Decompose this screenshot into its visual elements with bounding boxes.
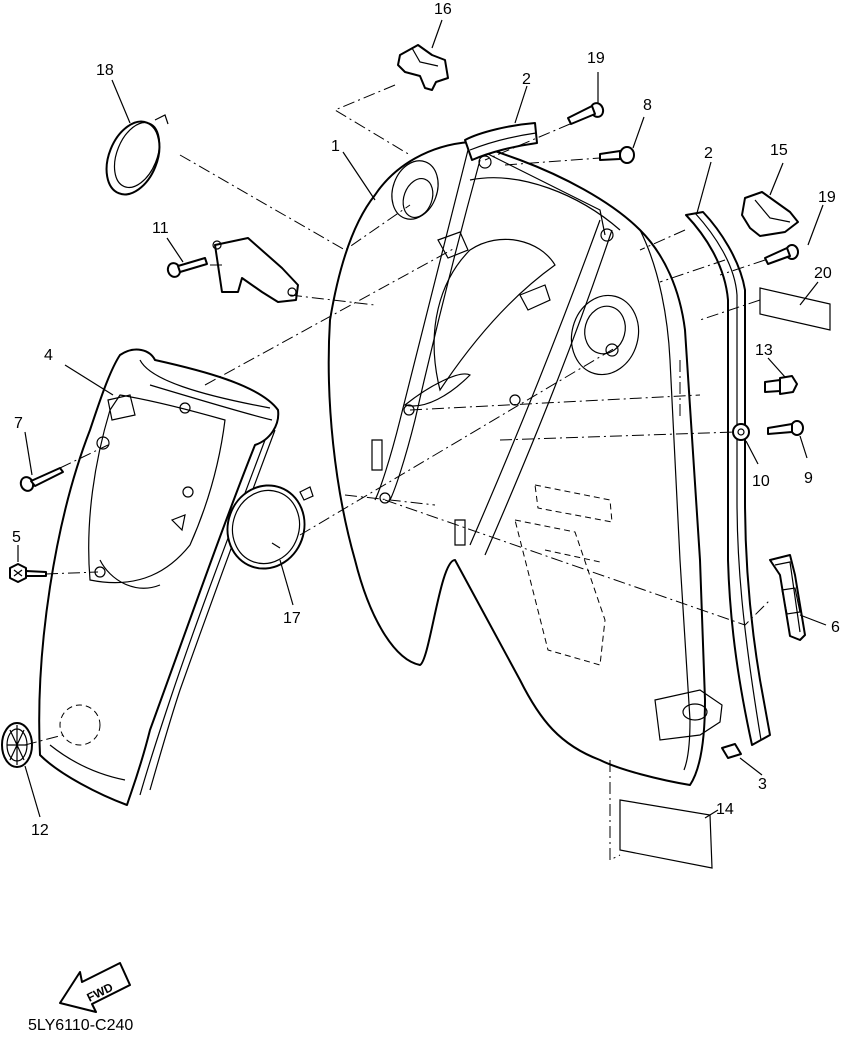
diagram-code: 5LY6110-C240 <box>28 1017 133 1034</box>
callout-2-top: 2 <box>522 71 531 88</box>
callout-7: 7 <box>14 415 23 432</box>
grommet-part-12 <box>1 722 33 768</box>
assembly-lines <box>24 84 771 861</box>
callout-2-right: 2 <box>704 145 713 162</box>
nut-part-10 <box>732 423 750 441</box>
screw-part-8 <box>599 146 635 164</box>
forward-arrow-icon: FWD <box>59 962 131 1013</box>
seal-part-2-top <box>464 122 538 161</box>
hidden-outlines <box>514 484 613 666</box>
label-part-14 <box>619 799 713 869</box>
label-part-20 <box>759 287 831 331</box>
cover-part-6 <box>769 554 806 641</box>
inner-panel-part-4 <box>38 348 280 806</box>
callout-12: 12 <box>31 822 49 839</box>
leader-lines <box>17 19 827 819</box>
seal-part-2-right <box>685 211 771 746</box>
clip-part-16 <box>397 44 449 91</box>
clip-part-3 <box>721 743 742 759</box>
callout-labels: 16 18 2 19 8 1 2 15 19 20 11 4 13 7 10 9… <box>12 1 840 839</box>
callout-19-right: 19 <box>818 189 836 206</box>
bracket-part-11 <box>212 237 299 303</box>
callout-8: 8 <box>643 97 652 114</box>
callout-14: 14 <box>716 801 734 818</box>
callout-9: 9 <box>804 470 813 487</box>
ring-part-17 <box>226 484 314 570</box>
callout-19-top: 19 <box>587 50 605 67</box>
callout-10: 10 <box>752 473 770 490</box>
callout-5: 5 <box>12 529 21 546</box>
screw-part-19-top <box>567 102 605 125</box>
callout-4: 4 <box>44 347 53 364</box>
screw-part-9 <box>767 420 804 436</box>
clip-part-15 <box>741 191 799 237</box>
callout-16: 16 <box>434 1 452 18</box>
callout-18: 18 <box>96 62 114 79</box>
bolt-part-5 <box>9 563 47 583</box>
callout-11: 11 <box>152 220 169 237</box>
screw-part-7 <box>19 467 64 492</box>
callout-20: 20 <box>814 265 832 282</box>
callout-13: 13 <box>755 342 773 359</box>
callout-17: 17 <box>283 610 301 627</box>
callout-1: 1 <box>331 138 340 155</box>
screw-part-19-right <box>764 244 799 265</box>
screw-part-11 <box>166 257 208 278</box>
leg-shield-part-1 <box>327 141 723 786</box>
callout-6: 6 <box>831 619 840 636</box>
callout-15: 15 <box>770 142 788 159</box>
callout-3: 3 <box>758 776 767 793</box>
lens-part-18 <box>105 114 169 196</box>
bolt-part-13 <box>764 375 798 395</box>
